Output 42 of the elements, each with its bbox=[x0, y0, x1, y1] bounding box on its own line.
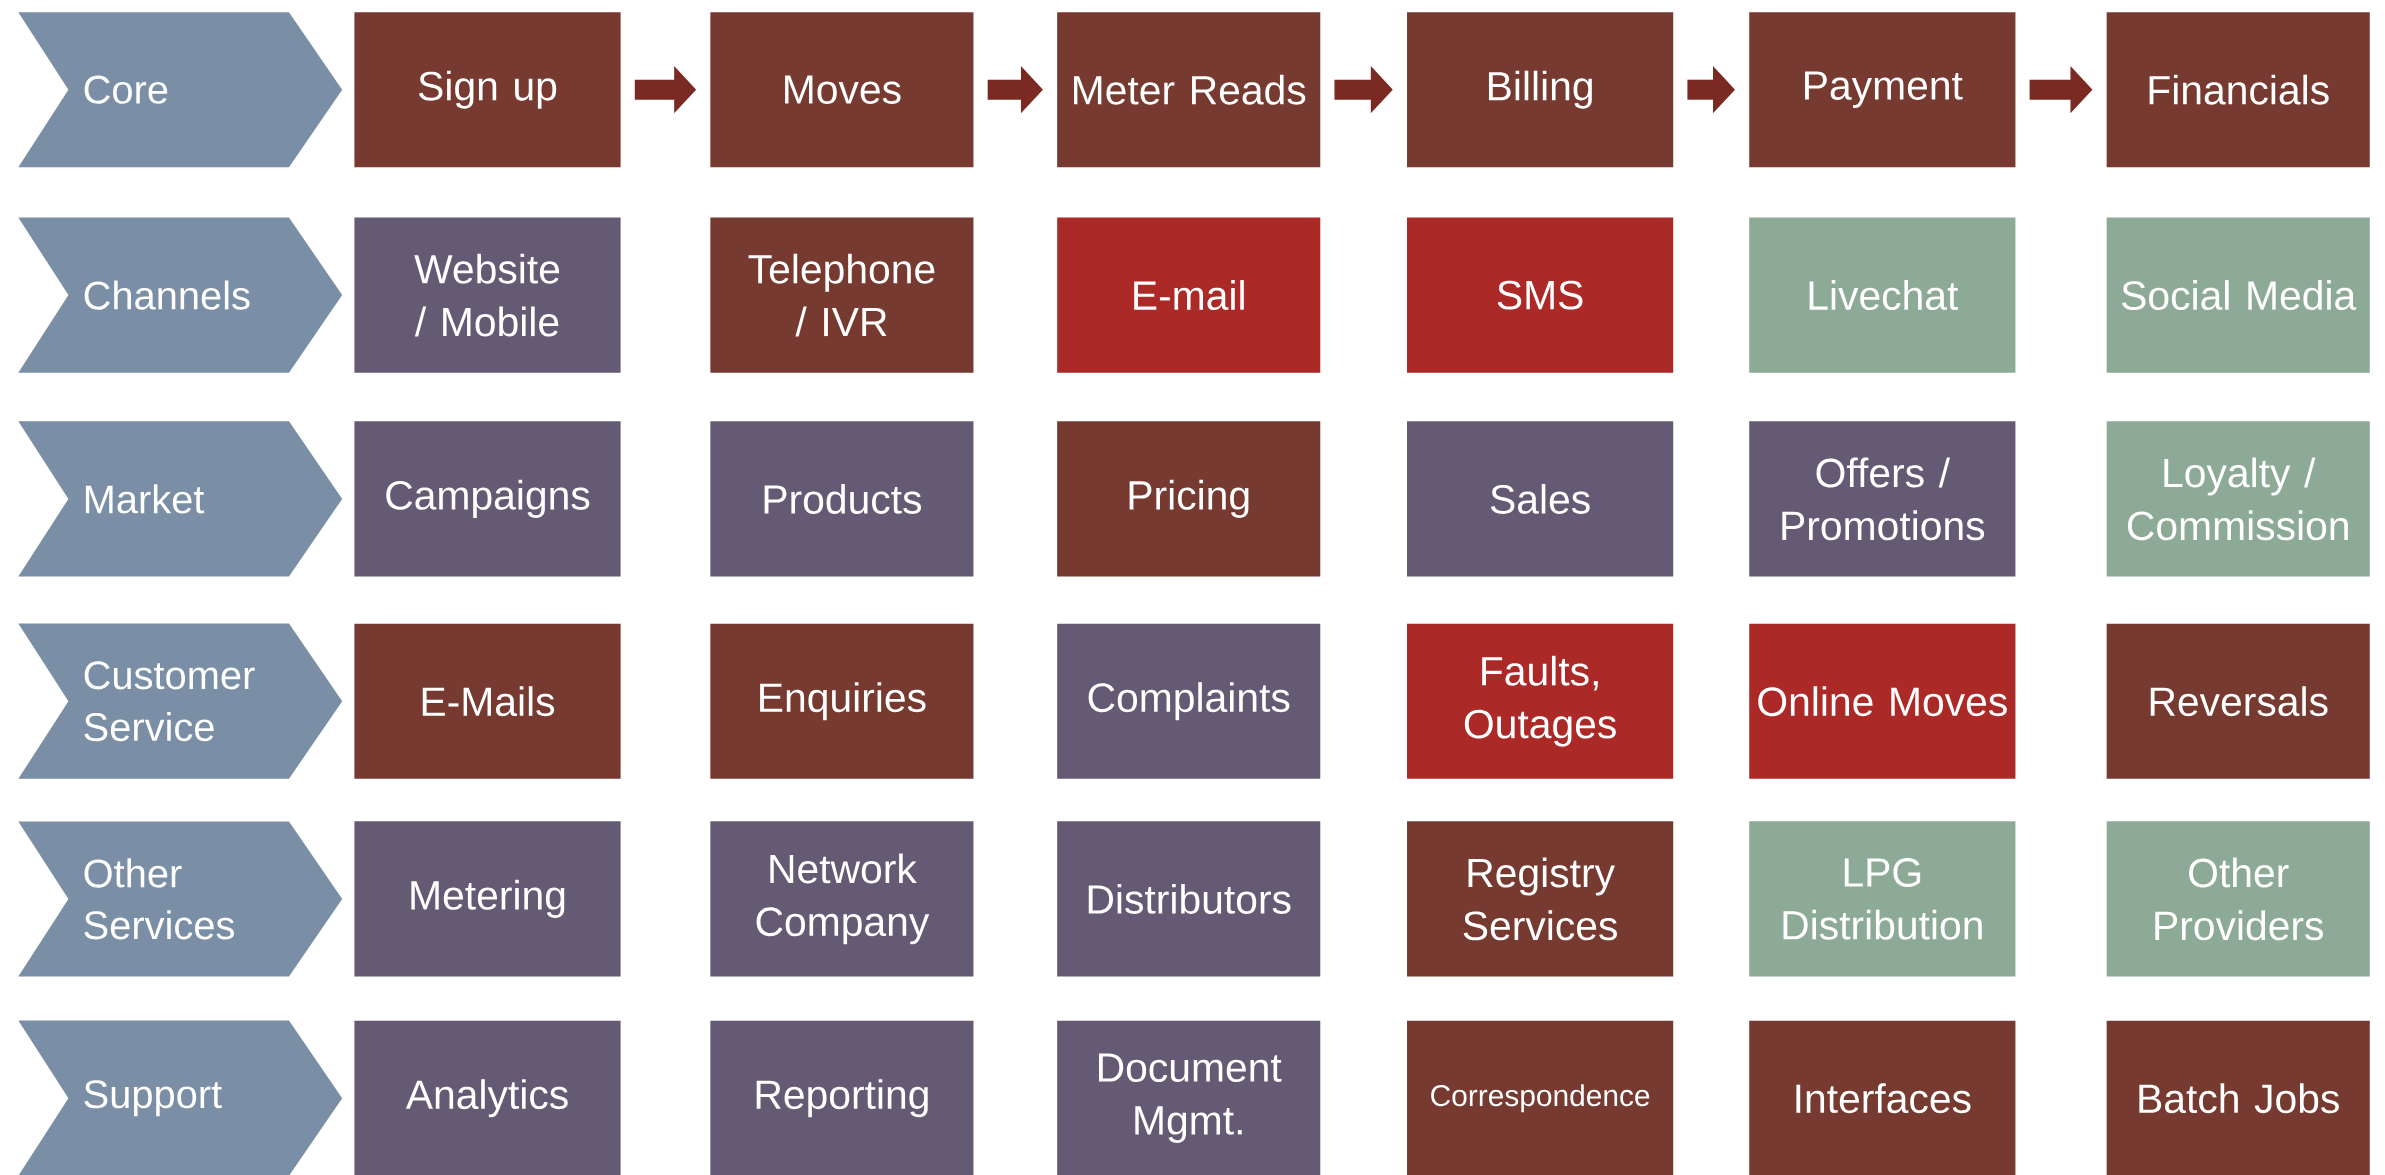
process-box: Complaints bbox=[1057, 623, 1321, 779]
process-box: Loyalty / Commission bbox=[2106, 421, 2370, 577]
process-box: Sales bbox=[1407, 421, 1674, 577]
process-box: SMS bbox=[1407, 217, 1674, 373]
process-box: Livechat bbox=[1749, 217, 2016, 373]
process-box: Batch Jobs bbox=[2106, 1020, 2370, 1175]
process-box: Moves bbox=[710, 12, 974, 168]
process-box: Online Moves bbox=[1749, 623, 2016, 779]
process-box: Sign up bbox=[354, 12, 621, 168]
chevron-label: Other Services bbox=[18, 821, 343, 977]
process-box: Correspondence bbox=[1407, 1020, 1674, 1175]
process-box: Interfaces bbox=[1749, 1020, 2016, 1175]
process-box: Social Media bbox=[2106, 217, 2370, 373]
process-box: Campaigns bbox=[354, 421, 621, 577]
process-box: Financials bbox=[2106, 12, 2370, 168]
chevron-label: Customer Service bbox=[18, 623, 343, 779]
process-box: Enquiries bbox=[710, 623, 974, 779]
process-box: Telephone / IVR bbox=[710, 217, 974, 373]
process-box: Network Company bbox=[710, 821, 974, 977]
process-box: E-mail bbox=[1057, 217, 1321, 373]
chevron-label: Core bbox=[18, 12, 343, 168]
process-box: Products bbox=[710, 421, 974, 577]
process-box: Distributors bbox=[1057, 821, 1321, 977]
process-box: Document Mgmt. bbox=[1057, 1020, 1321, 1175]
process-box: Payment bbox=[1749, 12, 2016, 168]
process-box: Offers / Promotions bbox=[1749, 421, 2016, 577]
process-box: Reporting bbox=[710, 1020, 974, 1175]
process-box: Website / Mobile bbox=[354, 217, 621, 373]
process-box: Reversals bbox=[2106, 623, 2370, 779]
process-box: LPG Distribution bbox=[1749, 821, 2016, 977]
process-box: Meter Reads bbox=[1057, 12, 1321, 168]
chevron-label: Channels bbox=[18, 217, 343, 373]
process-box: Other Providers bbox=[2106, 821, 2370, 977]
process-box: Registry Services bbox=[1407, 821, 1674, 977]
process-box: Metering bbox=[354, 821, 621, 977]
process-box: Billing bbox=[1407, 12, 1674, 168]
process-box: E-Mails bbox=[354, 623, 621, 779]
chevron-label: Market bbox=[18, 421, 343, 577]
process-box: Pricing bbox=[1057, 421, 1321, 577]
process-box: Analytics bbox=[354, 1020, 621, 1175]
process-box: Faults, Outages bbox=[1407, 623, 1674, 779]
chevron-label: Support bbox=[18, 1020, 343, 1175]
